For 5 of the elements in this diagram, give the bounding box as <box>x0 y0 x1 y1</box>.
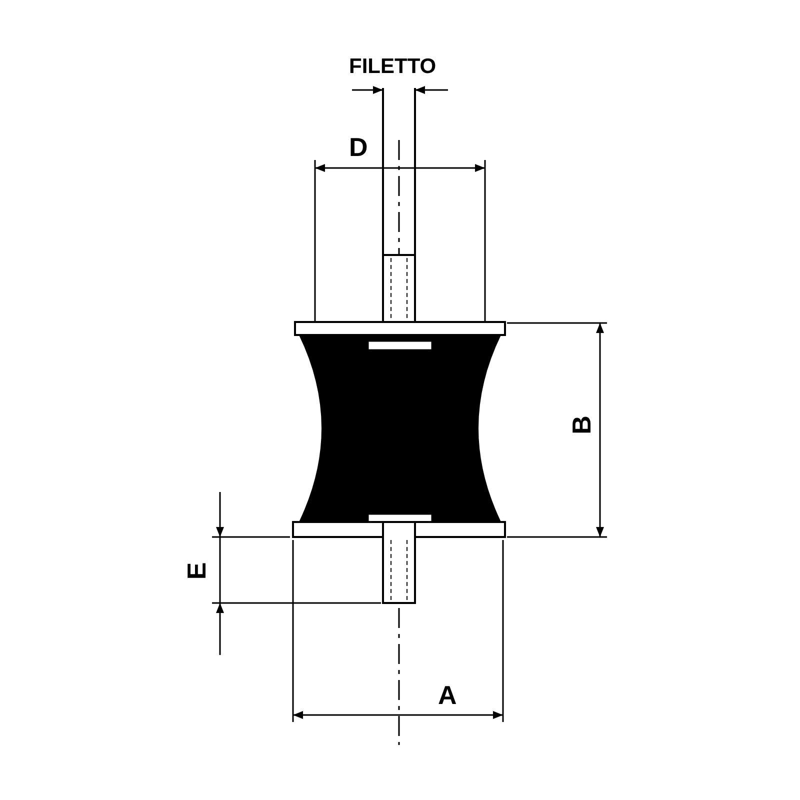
dimension-label: FILETTO <box>349 56 436 77</box>
dimension-label: E <box>184 562 210 580</box>
dimension-label: B <box>568 416 594 434</box>
dimension-label: D <box>349 134 368 160</box>
dimension-label: A <box>438 682 457 708</box>
